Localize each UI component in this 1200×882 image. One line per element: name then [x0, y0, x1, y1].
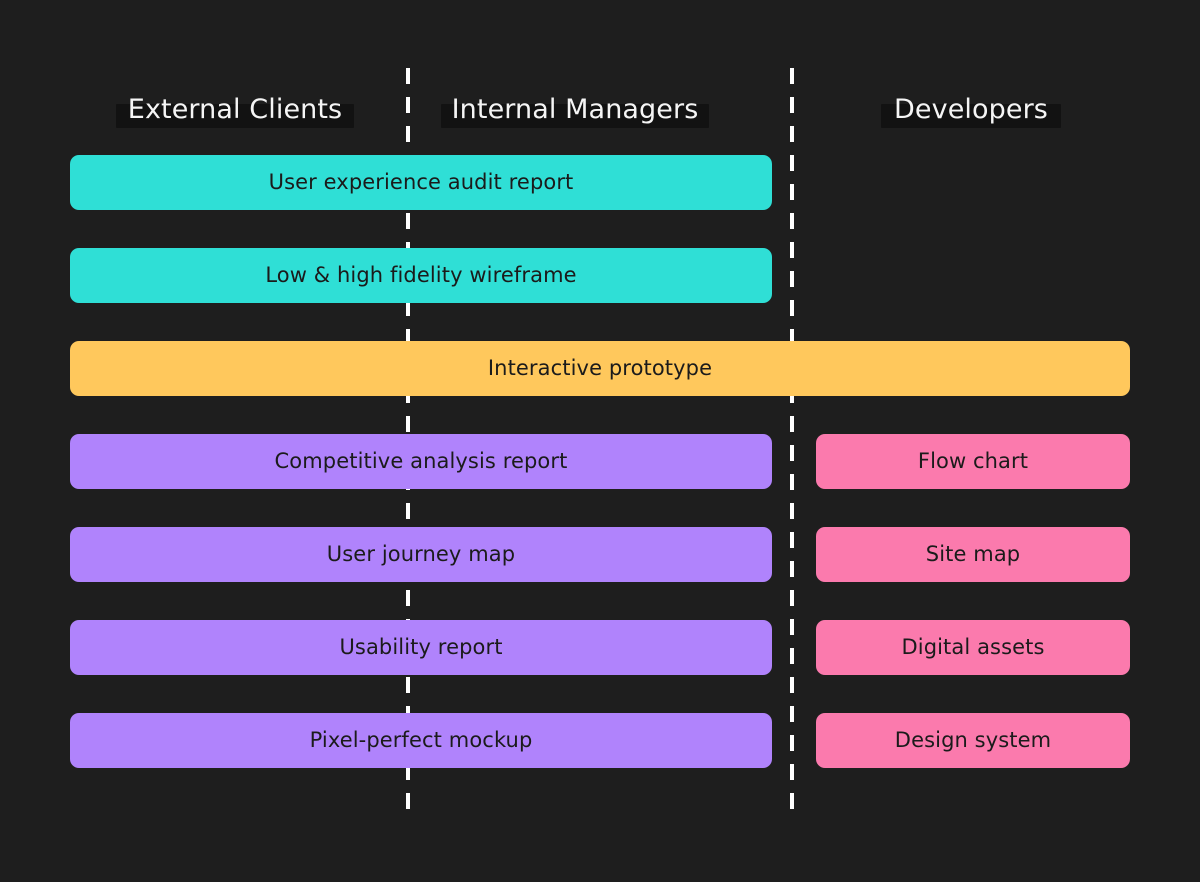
column-header-plate [441, 104, 709, 128]
column-header-internal-managers: Internal Managers [375, 88, 775, 130]
column-header-label: Developers [894, 93, 1048, 125]
bar-ux-audit-report[interactable]: User experience audit report [70, 155, 772, 210]
deliverable-label: User journey map [326, 542, 516, 566]
bar-user-journey-map[interactable]: User journey map [70, 527, 772, 582]
deliverable-label: Pixel-perfect mockup [309, 728, 533, 752]
bar-wireframe[interactable]: Low & high fidelity wireframe [70, 248, 772, 303]
deliverable-label: Design system [894, 728, 1052, 752]
deliverable-label: Flow chart [917, 449, 1029, 473]
bar-design-system[interactable]: Design system [816, 713, 1130, 768]
bar-competitive-analysis[interactable]: Competitive analysis report [70, 434, 772, 489]
deliverable-label: Digital assets [901, 635, 1045, 659]
bar-site-map[interactable]: Site map [816, 527, 1130, 582]
bar-interactive-prototype[interactable]: Interactive prototype [70, 341, 1130, 396]
deliverable-label: User experience audit report [268, 170, 574, 194]
deliverable-label: Site map [925, 542, 1021, 566]
column-header-label: Internal Managers [451, 93, 699, 125]
column-header-plate [116, 104, 354, 128]
column-header-plate [881, 104, 1061, 128]
bar-flow-chart[interactable]: Flow chart [816, 434, 1130, 489]
column-header-external-clients: External Clients [35, 88, 435, 130]
column-header-developers: Developers [771, 88, 1171, 130]
bar-digital-assets[interactable]: Digital assets [816, 620, 1130, 675]
deliverable-label: Low & high fidelity wireframe [265, 263, 577, 287]
bar-usability-report[interactable]: Usability report [70, 620, 772, 675]
deliverable-label: Interactive prototype [487, 356, 713, 380]
bar-pixel-perfect-mockup[interactable]: Pixel-perfect mockup [70, 713, 772, 768]
deliverable-label: Competitive analysis report [274, 449, 568, 473]
column-header-label: External Clients [127, 93, 343, 125]
deliverable-label: Usability report [339, 635, 503, 659]
